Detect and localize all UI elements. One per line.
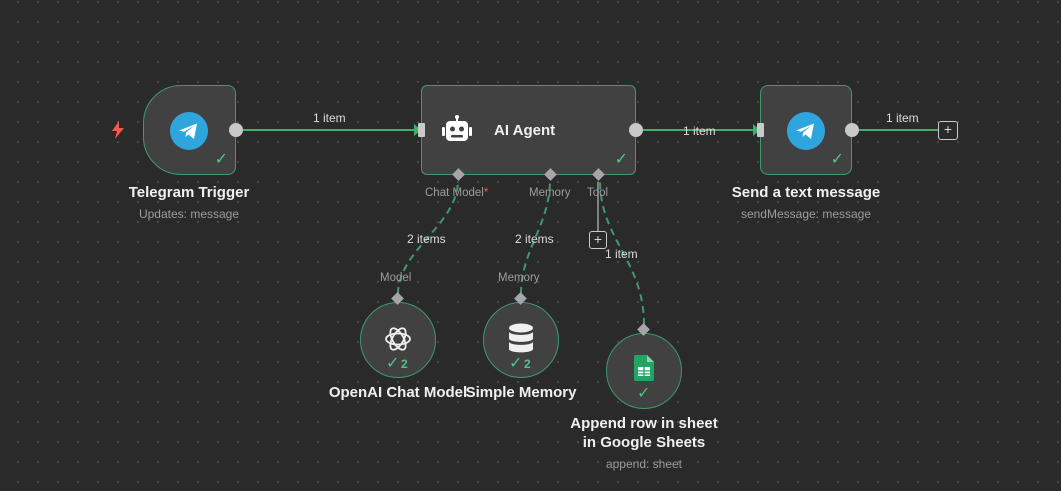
edge-sheets-to-agent xyxy=(599,179,645,326)
telegram-trigger-subtitle: Updates: message xyxy=(138,207,240,221)
simple-memory-node[interactable]: ✓ 2 xyxy=(483,302,559,378)
telegram-plane-icon xyxy=(170,112,208,150)
chat-model-label-text: Chat Model xyxy=(425,187,484,199)
tool-port-label: Tool xyxy=(587,187,609,199)
check-icon: ✓ xyxy=(637,385,651,402)
openai-chat-model-node[interactable]: ✓ 2 xyxy=(360,302,436,378)
edge-model-to-agent xyxy=(397,179,459,295)
edge-label-trigger-agent: 1 item xyxy=(313,111,346,125)
send-output-handle[interactable] xyxy=(845,123,859,137)
arrowhead-send-in xyxy=(753,124,760,136)
chat-model-port-label: Chat Model* xyxy=(425,187,488,199)
model-input-label: Model xyxy=(380,272,412,284)
edge-label-model-agent: 2 items xyxy=(407,232,446,246)
openai-logo-icon xyxy=(385,327,411,351)
add-next-node-button[interactable]: + xyxy=(938,121,958,140)
google-sheets-icon xyxy=(634,355,654,381)
required-mark: * xyxy=(483,187,489,199)
edge-label-send-out: 1 item xyxy=(886,111,919,125)
agent-output-handle[interactable] xyxy=(629,123,643,137)
check-icon: ✓ xyxy=(509,355,523,372)
agent-input-handle[interactable] xyxy=(418,123,425,137)
check-icon: ✓ xyxy=(214,151,228,168)
ai-agent-title: AI Agent xyxy=(494,122,556,139)
database-icon xyxy=(509,323,533,353)
send-input-handle[interactable] xyxy=(757,123,764,137)
edge-label-agent-send: 1 item xyxy=(683,124,716,138)
check-icon: ✓ xyxy=(614,151,628,168)
ai-agent-node[interactable]: AI Agent ✓ xyxy=(421,85,636,175)
run-count: 2 xyxy=(401,357,408,371)
telegram-trigger-title: Telegram Trigger xyxy=(128,184,250,201)
memory-port-label: Memory xyxy=(529,187,571,199)
telegram-trigger-node[interactable]: ✓ xyxy=(143,85,236,175)
lightning-bolt-icon xyxy=(112,121,124,139)
openai-chat-model-title: OpenAI Chat Model xyxy=(328,384,468,401)
edge-label-sheets-agent: 1 item xyxy=(605,247,638,261)
plus-icon: + xyxy=(943,121,953,137)
send-message-title: Send a text message xyxy=(731,184,881,201)
telegram-plane-icon xyxy=(787,112,825,150)
run-count: 2 xyxy=(524,357,531,371)
add-tool-button[interactable]: + xyxy=(589,231,607,249)
plus-icon: + xyxy=(593,231,603,247)
send-message-node[interactable]: ✓ xyxy=(760,85,852,175)
google-sheets-title-line2: in Google Sheets xyxy=(582,434,706,451)
check-icon: ✓ xyxy=(830,151,844,168)
edge-label-memory-agent: 2 items xyxy=(515,232,554,246)
memory-input-label: Memory xyxy=(498,272,540,284)
edge-memory-to-agent xyxy=(520,179,551,295)
google-sheets-subtitle: append: sheet xyxy=(605,457,683,471)
robot-icon xyxy=(442,115,472,141)
simple-memory-title: Simple Memory xyxy=(465,384,577,401)
google-sheets-title-line1: Append row in sheet xyxy=(570,415,718,432)
arrowhead-agent-in xyxy=(414,124,421,136)
google-sheets-node[interactable]: ✓ xyxy=(606,333,682,409)
trigger-output-handle[interactable] xyxy=(229,123,243,137)
send-message-subtitle: sendMessage: message xyxy=(740,207,872,221)
check-icon: ✓ xyxy=(386,355,400,372)
